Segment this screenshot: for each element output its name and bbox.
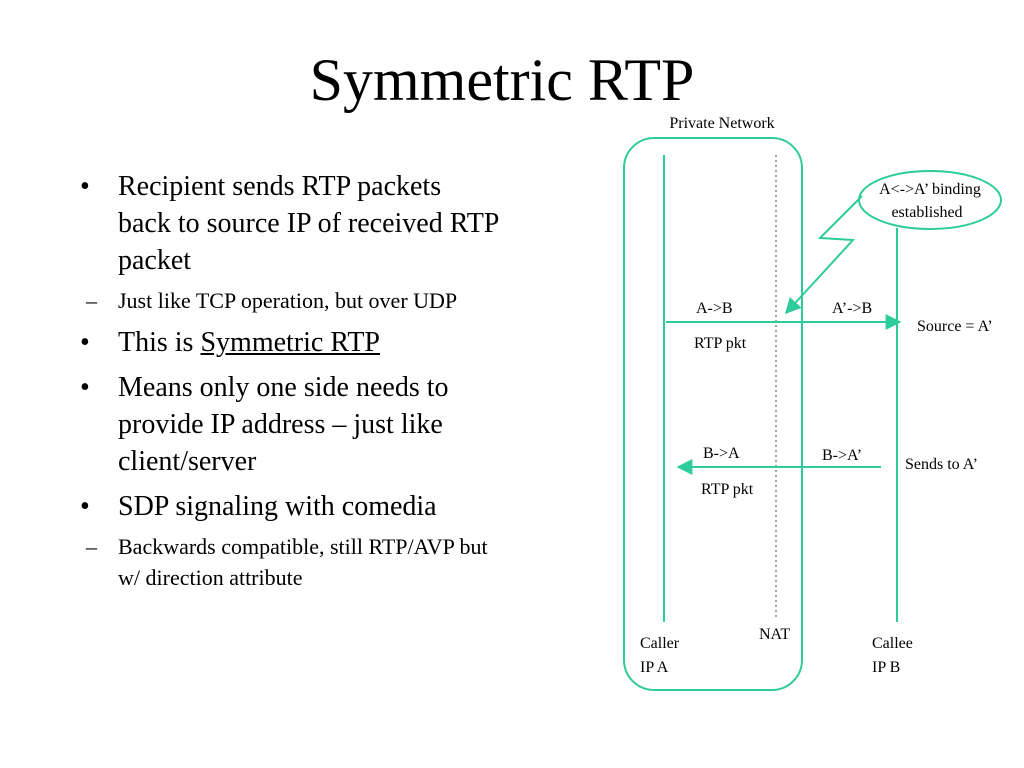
bullet-emphasis: Symmetric RTP — [200, 327, 381, 358]
sub-bullet-text: Just like TCP operation, but over UDP — [118, 288, 458, 313]
callee-label: Callee — [872, 635, 913, 652]
packet-label: A’->B — [832, 300, 872, 317]
sub-bullet-item: – Just like TCP operation, but over UDP — [36, 285, 500, 316]
packet-label: B->A — [703, 445, 740, 462]
packet-label: A->B — [696, 300, 733, 317]
packet-note: Sends to A’ — [905, 456, 978, 473]
packet-note: Source = A’ — [917, 318, 993, 335]
bullet-prefix: This is — [118, 327, 201, 358]
bullet-text: Recipient sends RTP packets back to sour… — [118, 171, 499, 276]
packet-label: RTP pkt — [701, 481, 754, 498]
bullet-item: • This is Symmetric RTP — [80, 324, 500, 361]
bullet-dot-icon: • — [80, 372, 90, 403]
bullet-text: Means only one side needs to provide IP … — [118, 372, 449, 477]
sub-bullet-text: Backwards compatible, still RTP/AVP but … — [118, 534, 488, 590]
caller-label: Caller — [640, 635, 680, 652]
bullet-item: • Means only one side needs to provide I… — [80, 369, 500, 480]
packet-label: RTP pkt — [694, 335, 747, 352]
bullet-item: • Recipient sends RTP packets back to so… — [80, 168, 500, 279]
lightning-arrow — [784, 195, 863, 315]
dash-icon: – — [86, 288, 97, 313]
bullet-dot-icon: • — [80, 327, 90, 358]
bullet-dot-icon: • — [80, 491, 90, 522]
sub-bullet-item: – Backwards compatible, still RTP/AVP bu… — [36, 531, 500, 593]
bullet-dot-icon: • — [80, 171, 90, 202]
private-network-label: Private Network — [669, 115, 774, 132]
binding-callout-text: A<->A’ binding — [879, 181, 981, 198]
bullet-text: SDP signaling with comedia — [118, 491, 437, 522]
bullet-list: • Recipient sends RTP packets back to so… — [80, 168, 500, 601]
callee-label: IP B — [872, 659, 900, 676]
bullet-item: • SDP signaling with comedia — [80, 488, 500, 525]
private-network-boundary — [623, 137, 803, 691]
binding-callout-text: established — [891, 204, 962, 221]
caller-label: IP A — [640, 659, 669, 676]
nat-label: NAT — [759, 626, 790, 643]
packet-label: B->A’ — [822, 447, 862, 464]
dash-icon: – — [86, 534, 97, 559]
slide-title: Symmetric RTP — [309, 47, 695, 113]
